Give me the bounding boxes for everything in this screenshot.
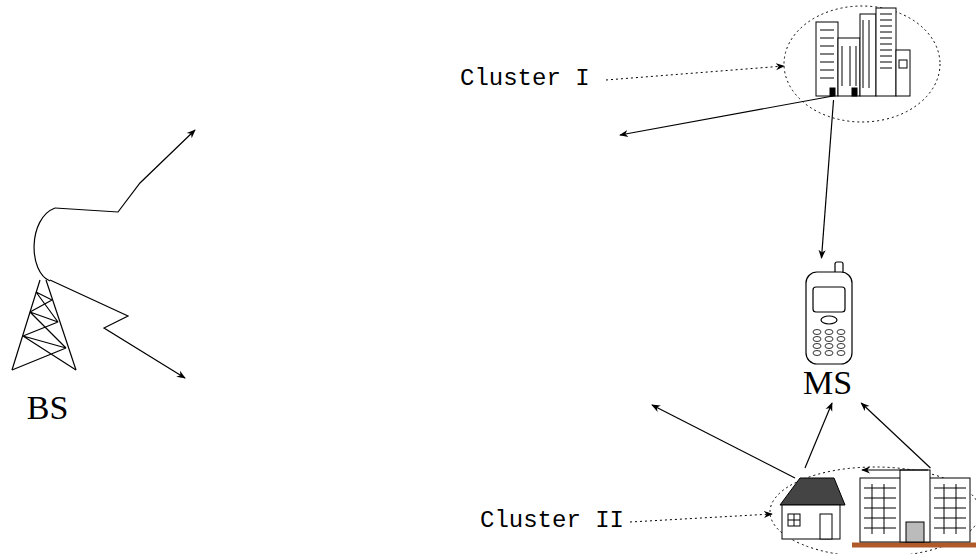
scatter-ray [652,405,795,478]
house [780,478,845,539]
signal-path [861,403,930,468]
building [816,8,910,96]
radio-wave [50,280,185,378]
cluster-label: Cluster I [460,66,590,92]
phone [806,262,852,364]
mobile-box: MS [790,258,865,403]
tower [12,208,76,370]
scatter-ray [620,96,833,135]
cluster-outline [770,467,976,554]
cluster-box: Cluster I [455,0,970,100]
leader-line [606,66,784,80]
scatter-ray [862,469,928,470]
signal-path [822,100,834,258]
cluster-box: Cluster II [470,468,976,554]
leader-line [630,514,772,522]
station-box: BS [5,200,90,428]
station-label: BS [27,389,69,426]
building [852,470,976,545]
radio-wave [55,130,195,212]
mobile-label: MS [803,364,852,401]
cluster-label: Cluster II [480,508,624,534]
signal-path [805,403,832,468]
cluster-outline [784,6,940,122]
